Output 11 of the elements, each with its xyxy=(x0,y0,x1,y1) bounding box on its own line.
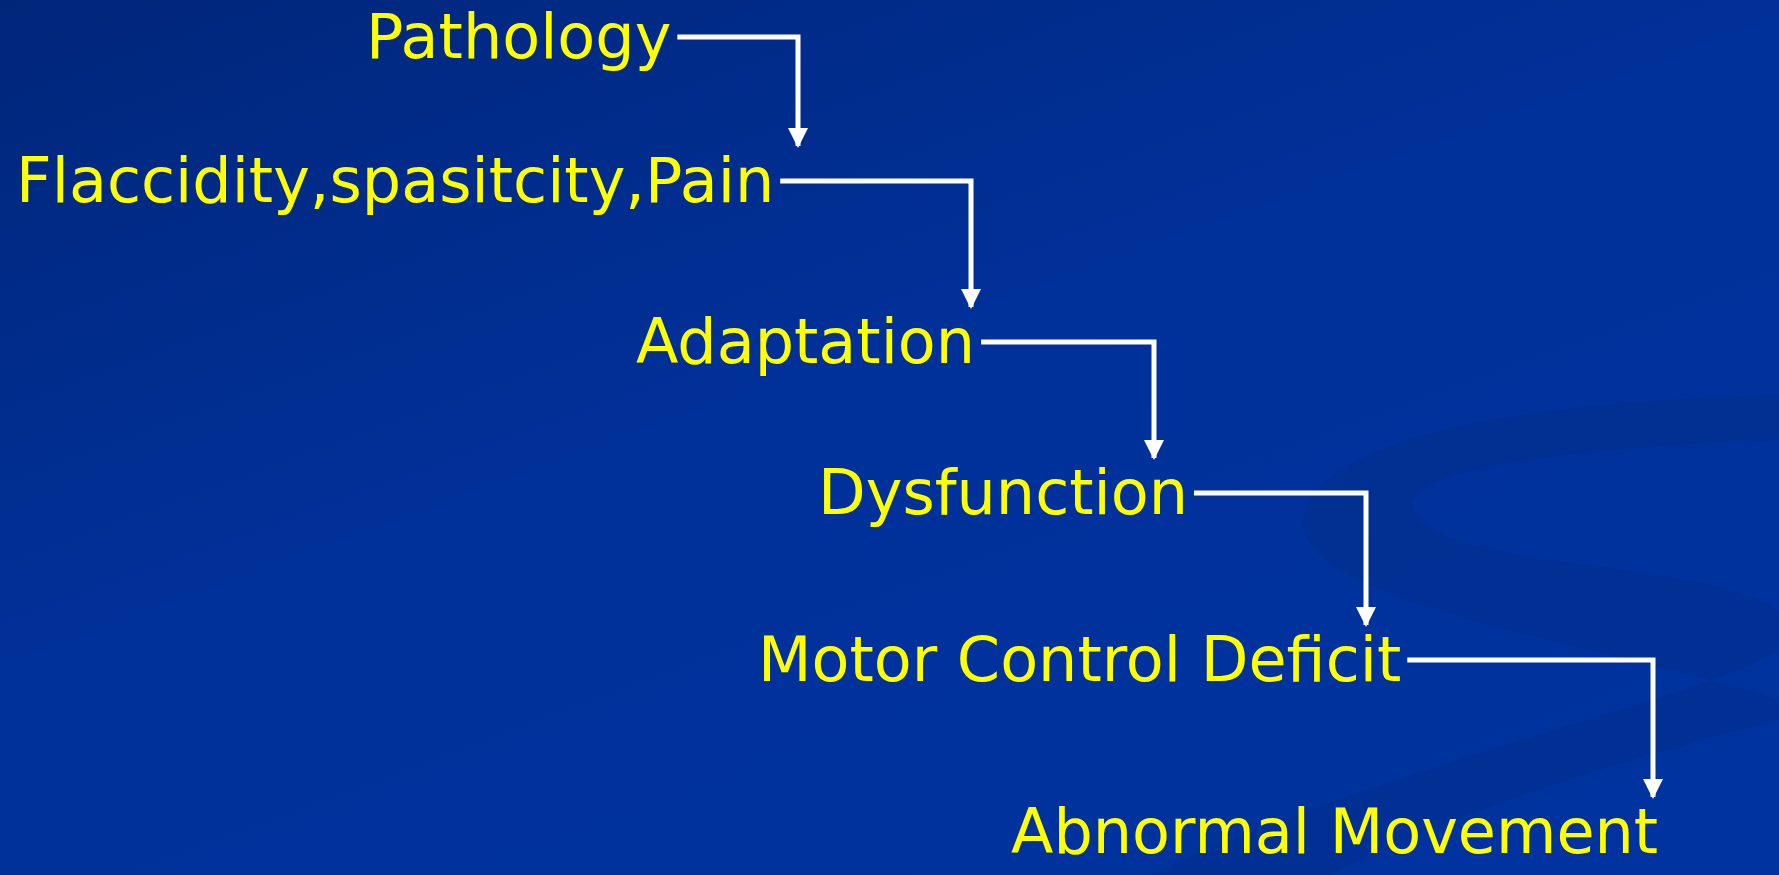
step-label: Dysfunction xyxy=(812,458,1194,528)
step-label: Abnormal Movement xyxy=(1005,797,1665,867)
step-label: Pathology xyxy=(360,2,678,72)
step-label: Motor Control Deficit xyxy=(752,625,1408,695)
arrow xyxy=(780,178,981,309)
arrow xyxy=(1194,490,1376,627)
arrow xyxy=(981,339,1164,460)
step-label: Adaptation xyxy=(630,307,982,377)
arrow xyxy=(1407,657,1663,799)
step-label: Flaccidity,spasitcity,Pain xyxy=(10,146,781,216)
arrow xyxy=(677,34,808,148)
